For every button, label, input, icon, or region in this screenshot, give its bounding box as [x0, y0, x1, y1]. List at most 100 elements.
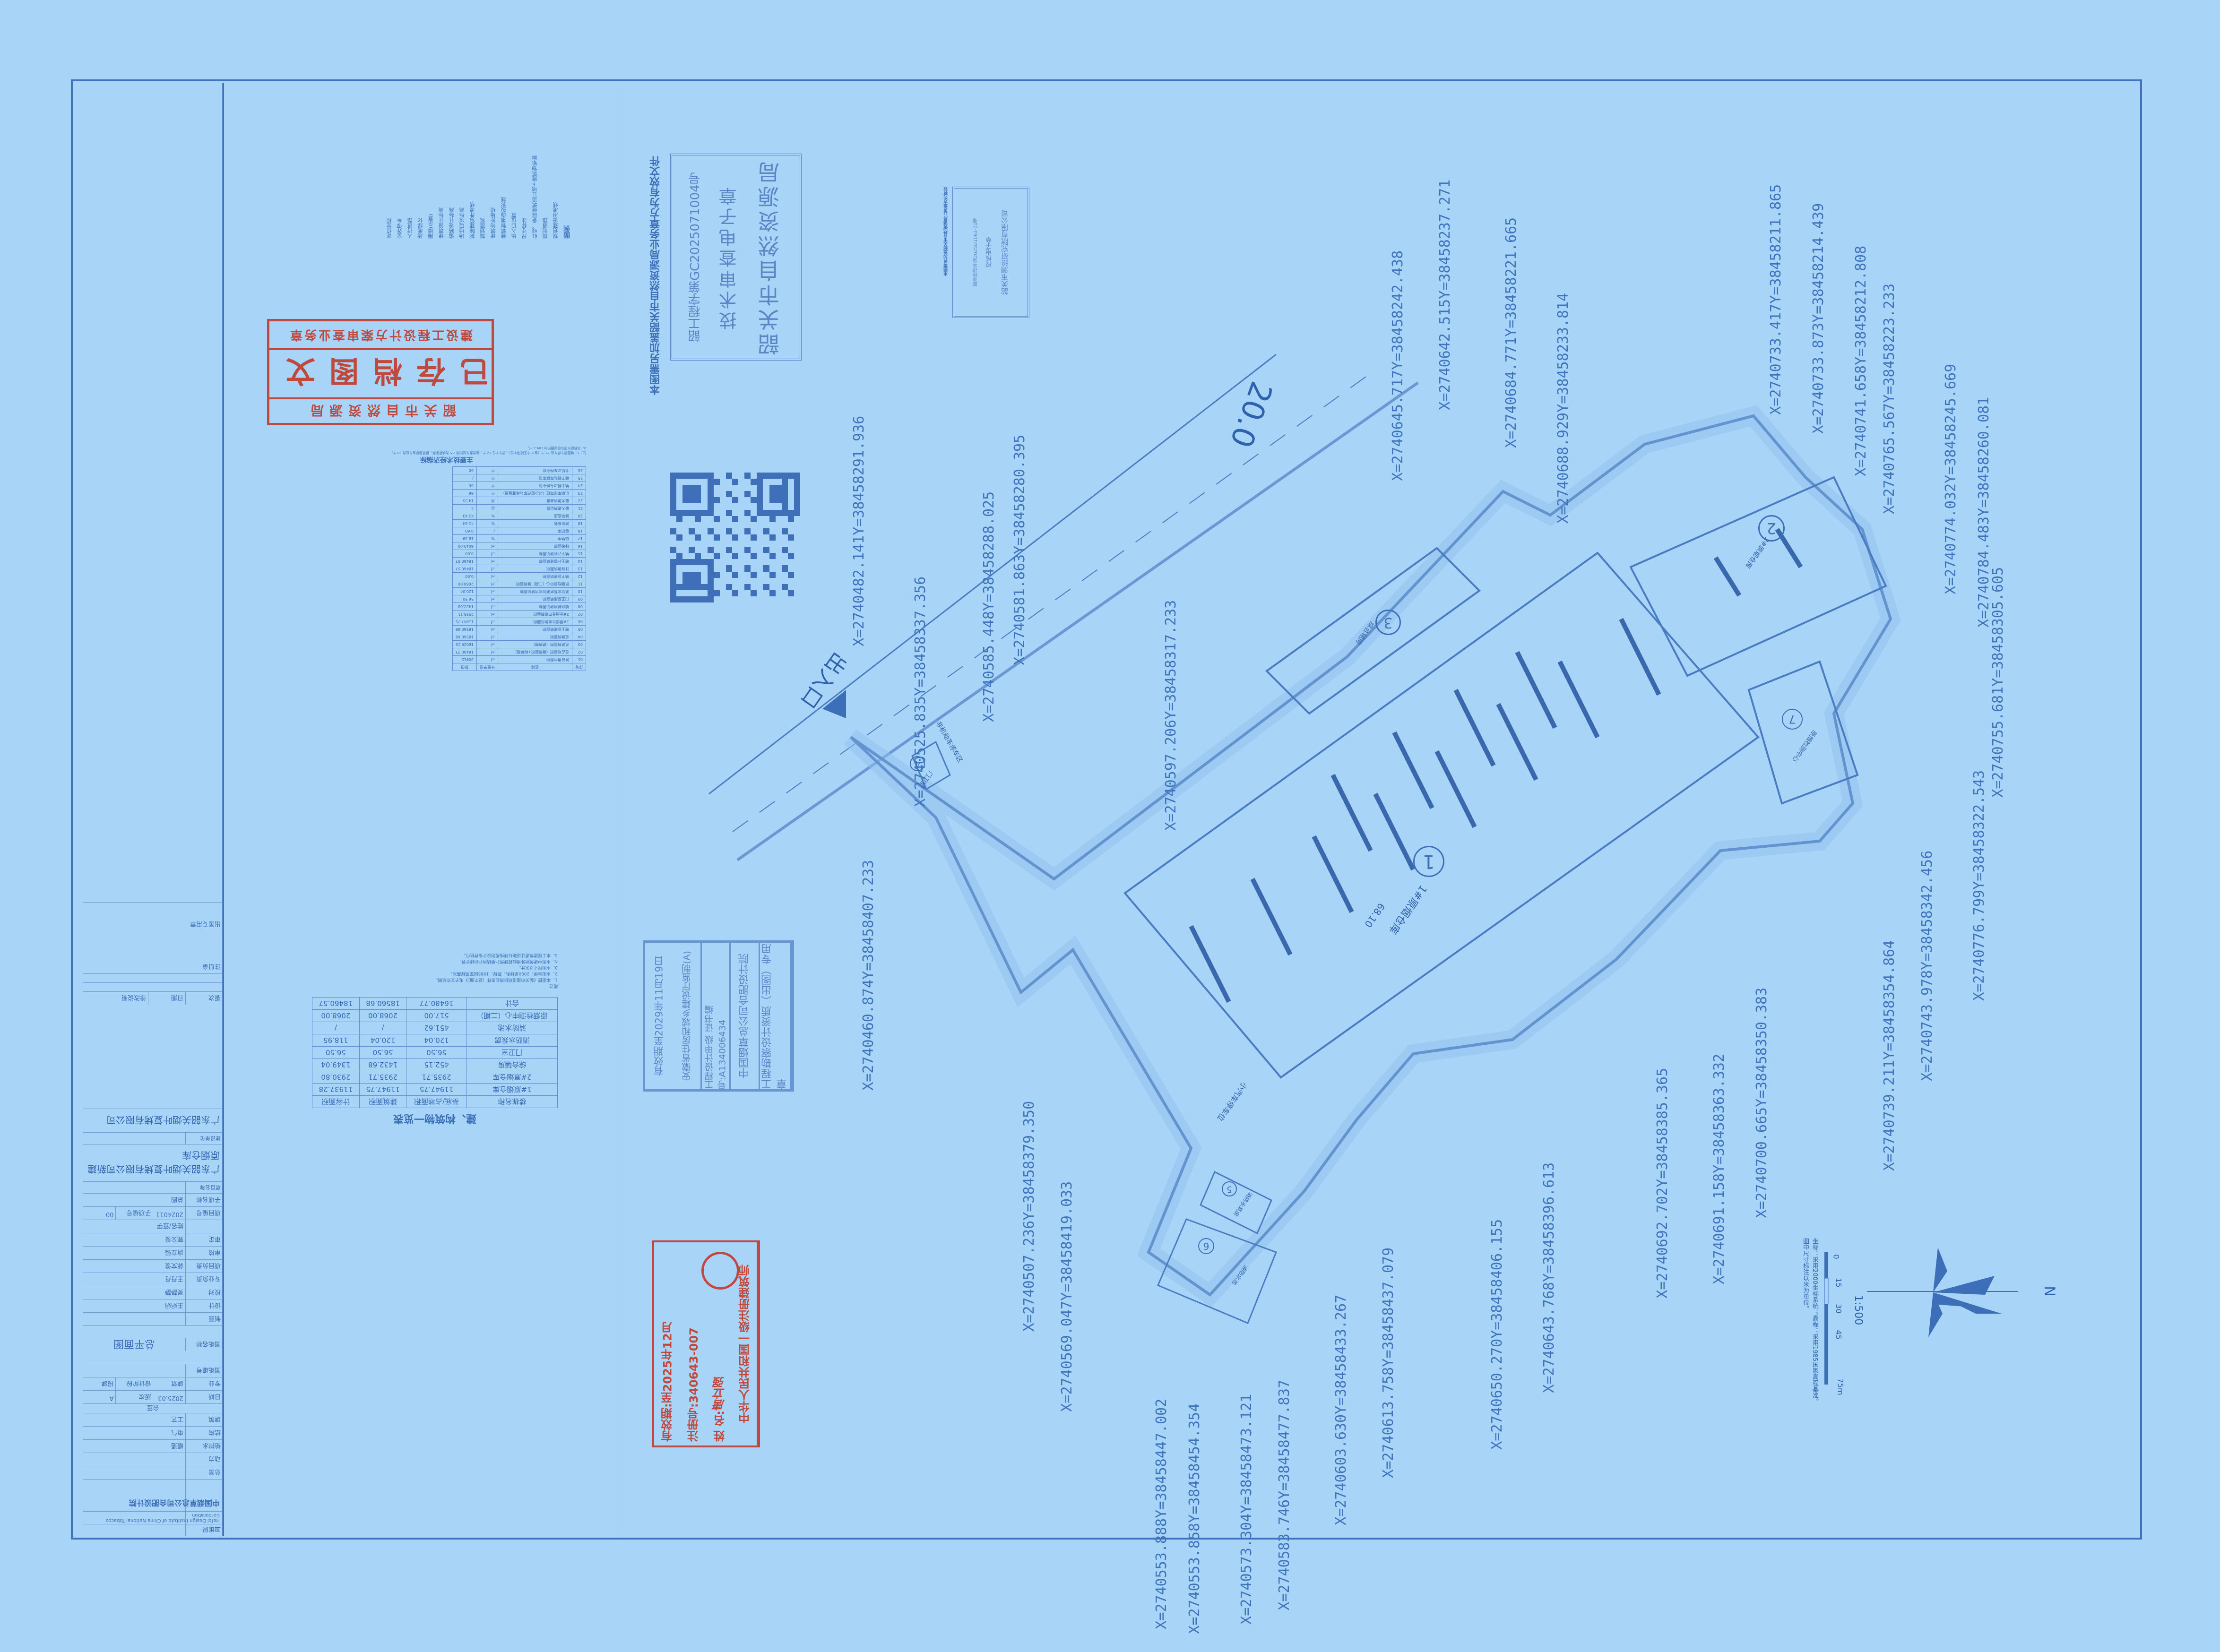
coordinate-x: X=2740553.888 — [1153, 1518, 1170, 1629]
coordinate-y: Y=38458354.864 — [1881, 940, 1898, 1060]
coordinate-label: X=2740581.863Y=38458280.395 — [1011, 435, 1028, 665]
building-6-outline — [1157, 1218, 1277, 1324]
coordinate-y: Y=38458337.356 — [912, 576, 929, 696]
building-6-marker: 6 — [1198, 1238, 1214, 1254]
coordinate-x: X=2740573.304 — [1238, 1513, 1255, 1625]
coordinate-label: X=2740553.888Y=38458447.002 — [1153, 1399, 1170, 1629]
north-arrow-icon — [1867, 1248, 2018, 1337]
scale-tick: 45 — [1834, 1330, 1843, 1340]
coordinate-label: X=2740585.448Y=38458288.025 — [981, 491, 997, 722]
scale-note: 图中尺寸标注以米为单位。 — [1802, 1238, 1809, 1312]
coordinate-x: X=2740645.717 — [1390, 370, 1406, 481]
coordinate-x: X=2740755.681 — [1990, 686, 2006, 798]
coordinate-y: Y=38458221.665 — [1503, 217, 1520, 337]
coordinate-x: X=2740603.630 — [1333, 1414, 1349, 1525]
coordinate-label: X=2740597.206Y=38458317.233 — [1163, 600, 1179, 831]
north-label: N — [2041, 1286, 2058, 1297]
coordinate-x: X=2740700.665 — [1754, 1107, 1770, 1218]
coordinate-y: Y=38458477.837 — [1276, 1380, 1293, 1499]
coordinate-x: X=2740507.236 — [1021, 1220, 1037, 1332]
coordinate-label: X=2740765.567Y=38458223.233 — [1881, 284, 1898, 514]
building-7-outline — [1747, 660, 1859, 805]
coordinate-label: X=2740743.978Y=38458342.456 — [1919, 851, 1935, 1081]
coordinate-x: X=2740643.768 — [1541, 1282, 1557, 1393]
coordinate-label: X=2740553.858Y=38458454.354 — [1186, 1403, 1203, 1634]
coordinate-x: X=2740597.206 — [1163, 719, 1179, 831]
coordinate-label: X=2740507.236Y=38458379.350 — [1021, 1101, 1037, 1332]
scale-tick: 75m — [1836, 1378, 1845, 1395]
coordinate-y: Y=38458433.267 — [1333, 1295, 1349, 1414]
scale-note: 坐标：采用2000坐标系统；高程：采用1985国家高程基准。 — [1811, 1238, 1818, 1405]
coordinate-x: X=2740776.799 — [1971, 889, 1987, 1001]
coordinate-y: Y=38458212.808 — [1853, 246, 1869, 365]
coordinate-label: X=2740482.141Y=38458291.936 — [851, 416, 867, 646]
coordinate-label: X=2740583.746Y=38458477.837 — [1276, 1380, 1293, 1610]
coordinate-y: Y=38458385.365 — [1654, 1068, 1671, 1187]
coordinate-label: X=2740613.758Y=38458437.079 — [1380, 1248, 1397, 1478]
building-4-outline — [911, 740, 951, 791]
coordinate-label: X=2740642.515Y=38458237.271 — [1437, 180, 1453, 410]
coordinate-x: X=2740733.873 — [1810, 322, 1827, 434]
coordinate-y: Y=38458260.081 — [1976, 397, 1992, 516]
coordinate-label: X=2740645.717Y=38458242.438 — [1390, 250, 1406, 481]
coordinate-label: X=2740643.768Y=38458396.613 — [1541, 1162, 1557, 1393]
scale-bar — [1824, 1252, 1829, 1385]
coordinate-y: Y=38458473.121 — [1238, 1394, 1255, 1514]
coordinate-x: X=2740569.047 — [1059, 1300, 1075, 1412]
coordinate-label: X=2740774.032Y=38458245.669 — [1943, 364, 1959, 594]
coordinate-label: X=2740569.047Y=38458419.033 — [1059, 1181, 1075, 1412]
scale-ratio: 1:500 — [1852, 1295, 1865, 1325]
coordinate-x: X=2740692.702 — [1654, 1187, 1671, 1299]
coordinate-y: Y=38458214.439 — [1810, 203, 1827, 323]
coordinate-y: Y=38458211.865 — [1768, 184, 1784, 304]
coordinate-y: Y=38458288.025 — [981, 491, 997, 611]
coordinate-x: X=2740613.758 — [1380, 1367, 1397, 1478]
coordinate-x: X=2740583.746 — [1276, 1499, 1293, 1610]
road-centerline — [732, 373, 1371, 832]
coordinate-x: X=2740460.874 — [860, 979, 877, 1091]
drawing-frame — [71, 79, 2142, 1540]
coordinate-label: X=2740700.665Y=38458350.383 — [1754, 988, 1770, 1218]
coordinate-label: X=2740573.304Y=38458473.121 — [1238, 1394, 1255, 1625]
building-1-outline — [1123, 551, 1760, 1079]
coordinate-y: Y=38458454.354 — [1186, 1403, 1203, 1523]
road-edge — [708, 353, 1277, 795]
coordinate-x: X=2740739.211 — [1881, 1059, 1898, 1171]
scale-tick: 15 — [1834, 1278, 1843, 1288]
coordinate-x: X=2740741.658 — [1853, 365, 1869, 476]
coordinate-y: Y=38458363.332 — [1711, 1054, 1728, 1173]
coordinate-x: X=2740774.032 — [1943, 483, 1959, 594]
coordinate-label: X=2740733.873Y=38458214.439 — [1810, 203, 1827, 434]
coordinate-y: Y=38458379.350 — [1021, 1101, 1037, 1221]
coordinate-x: X=2740684.771 — [1503, 336, 1520, 448]
green-belt — [844, 405, 1901, 1308]
coordinate-x: X=2740765.567 — [1881, 403, 1898, 514]
coordinate-label: X=2740525.835Y=38458337.356 — [912, 576, 929, 807]
coordinate-label: X=2740650.270Y=38458406.155 — [1489, 1219, 1505, 1450]
coordinate-label: X=2740741.658Y=38458212.808 — [1853, 246, 1869, 476]
coordinate-label: X=2740460.874Y=38458407.233 — [860, 860, 877, 1091]
coordinate-label: X=2740733.417Y=38458211.865 — [1768, 184, 1784, 415]
coordinate-x: X=2740482.141 — [851, 535, 867, 646]
coordinate-x: X=2740553.858 — [1186, 1523, 1203, 1634]
scale-tick: 30 — [1834, 1304, 1843, 1314]
building-1-marker: 1 — [1413, 846, 1444, 877]
coordinate-y: Y=38458237.271 — [1437, 180, 1453, 299]
road-edge — [736, 381, 1419, 861]
building-3-outline — [1265, 547, 1481, 715]
coordinate-y: Y=38458245.669 — [1943, 364, 1959, 483]
entrance-arrow-icon — [822, 690, 846, 718]
coordinate-y: Y=38458291.936 — [851, 416, 867, 535]
coordinate-y: Y=38458350.383 — [1754, 988, 1770, 1107]
coordinate-y: Y=38458407.233 — [860, 860, 877, 980]
coordinate-y: Y=38458419.033 — [1059, 1181, 1075, 1301]
coordinate-y: Y=38458322.543 — [1971, 770, 1987, 890]
coordinate-label: X=2740776.799Y=38458322.543 — [1971, 770, 1987, 1001]
building-7-marker: 7 — [1782, 709, 1803, 730]
coordinate-label: X=2740688.929Y=38458233.814 — [1555, 293, 1572, 524]
coordinate-y: Y=38458280.395 — [1011, 435, 1028, 554]
building-5-marker: 5 — [1222, 1181, 1237, 1196]
coordinate-x: X=2740525.835 — [912, 696, 929, 807]
